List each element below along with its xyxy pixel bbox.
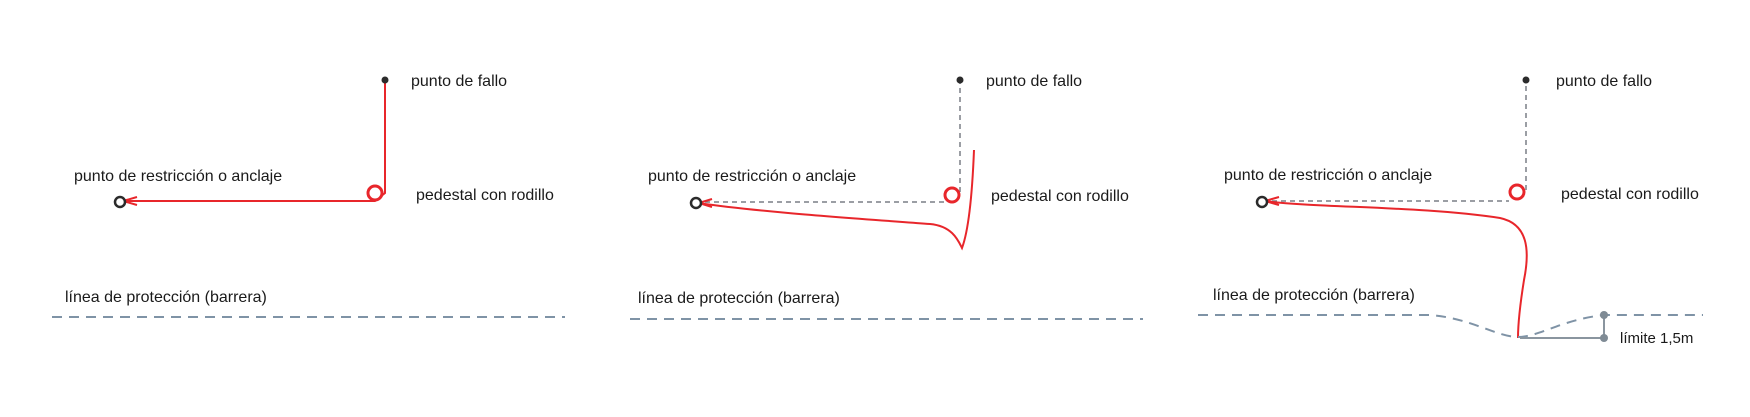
anchor-point-icon <box>689 196 703 210</box>
panel-3: punto de fallo punto de restricción o an… <box>1198 73 1703 347</box>
panel-2: punto de fallo punto de restricción o an… <box>630 73 1143 320</box>
failure-point-dot <box>1522 76 1530 84</box>
panel-1: punto de fallo punto de restricción o an… <box>52 73 565 318</box>
anchor-point-icon <box>1255 195 1269 209</box>
limit-gauge-dot-top <box>1600 311 1608 319</box>
limit-label: límite 1,5m <box>1620 330 1693 347</box>
anchor-label: punto de restricción o anclaje <box>648 168 856 185</box>
pedestal-label: pedestal con rodillo <box>416 187 554 204</box>
failure-point-label: punto de fallo <box>1556 73 1652 90</box>
barrier-label: línea de protección (barrera) <box>638 290 840 307</box>
pedestal-label: pedestal con rodillo <box>1561 186 1699 203</box>
pedestal-roller-icon <box>1508 183 1526 201</box>
pedestal-roller-icon <box>943 186 961 204</box>
failure-point-dot <box>956 76 964 84</box>
limit-gauge-dot-bottom <box>1600 334 1608 342</box>
failure-point-label: punto de fallo <box>986 73 1082 90</box>
pedestal-label: pedestal con rodillo <box>991 188 1129 205</box>
barrier-line-deflected <box>1198 314 1703 339</box>
anchor-point-icon <box>113 195 127 209</box>
pedestal-roller-icon <box>366 184 384 202</box>
cable-whip <box>1263 200 1528 339</box>
anchor-label: punto de restricción o anclaje <box>1224 167 1432 184</box>
failure-point-dot <box>381 76 389 84</box>
anchor-label: punto de restricción o anclaje <box>74 168 282 185</box>
failure-point-label: punto de fallo <box>411 73 507 90</box>
barrier-label: línea de protección (barrera) <box>65 289 267 306</box>
cable-whip <box>697 149 975 251</box>
barrier-label: línea de protección (barrera) <box>1213 287 1415 304</box>
